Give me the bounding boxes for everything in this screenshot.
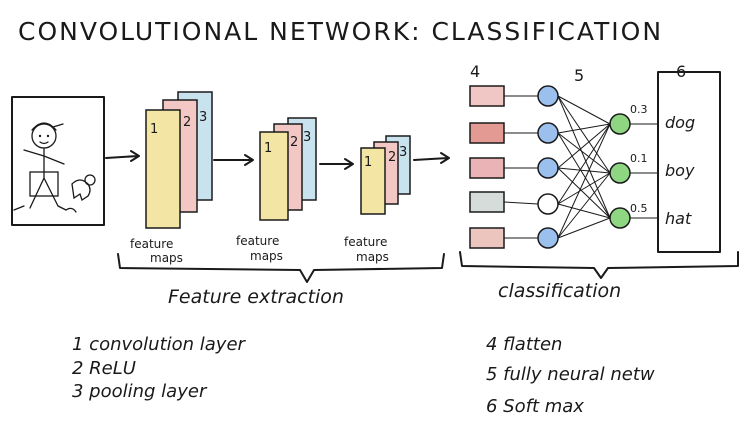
stack-label-line1: feature <box>130 237 173 251</box>
connection-line <box>557 203 611 219</box>
output-label-dog: dog <box>665 113 695 132</box>
arrow-stack1-to-stack2 <box>213 154 254 166</box>
sheet-1 <box>259 131 289 221</box>
stack-number: 2 <box>183 115 191 130</box>
output-probability: 0.1 <box>630 152 648 165</box>
diagram-title: CONVOLUTIONAL NETWORK: CLASSIFICATION <box>18 17 663 46</box>
legend-item: 3 pooling layer <box>72 381 208 402</box>
classification-brace <box>459 251 739 279</box>
hidden-node <box>537 227 559 249</box>
neural-network <box>469 85 658 249</box>
hidden-node <box>537 193 559 215</box>
stack-label-line2: maps <box>150 251 183 265</box>
output-node <box>609 162 631 184</box>
feature-extraction-label: Feature extraction <box>168 286 344 308</box>
input-image-frame <box>11 96 105 226</box>
output-label-hat: hat <box>665 209 692 228</box>
stack-number: 3 <box>199 110 207 125</box>
output-node <box>609 207 631 229</box>
legend-item: 4 flatten <box>486 334 562 355</box>
hidden-node <box>537 122 559 144</box>
output-probability: 0.5 <box>630 202 648 215</box>
output-label-boy: boy <box>665 161 695 180</box>
flatten-cell <box>469 85 505 107</box>
arrow-stack2-to-stack3 <box>319 158 354 170</box>
legend-item: 6 Soft max <box>486 396 584 417</box>
stack-number: 3 <box>303 130 311 145</box>
legend-item: 2 ReLU <box>72 358 136 379</box>
legend-item: 1 convolution layer <box>72 334 247 355</box>
output-node <box>609 113 631 135</box>
legend-right: 4 flatten 5 fully neural netw 6 Soft max <box>486 334 655 417</box>
connection-line <box>557 132 611 174</box>
stack-number: 2 <box>290 135 298 150</box>
legend-left: 1 convolution layer 2 ReLU 3 pooling lay… <box>72 334 247 402</box>
sheet-1 <box>145 109 181 229</box>
feature-map-stack-1: 1 2 3 feature maps <box>130 91 213 265</box>
connection-line <box>557 217 611 239</box>
classification-label: classification <box>498 280 621 302</box>
dog-sketch-icon <box>65 174 96 213</box>
connection-line <box>557 132 611 219</box>
stack-number: 1 <box>364 155 372 170</box>
sheet-1 <box>360 147 386 215</box>
connection-line <box>557 123 611 169</box>
stack-number: 1 <box>264 141 272 156</box>
connection-line <box>557 167 611 174</box>
connection-line <box>557 95 611 125</box>
input-image <box>11 96 105 226</box>
stack-number: 3 <box>399 145 407 160</box>
feature-map-stack-3: 1 2 3 feature maps <box>344 135 411 264</box>
feature-map-stack-2: 1 2 3 feature maps <box>236 117 317 263</box>
feature-extraction-brace <box>117 253 445 283</box>
flatten-cell <box>469 157 505 179</box>
legend-item: 5 fully neural netw <box>486 364 655 385</box>
connection-line <box>557 172 611 205</box>
section-number-flatten: 4 <box>470 62 480 81</box>
connection-line <box>557 167 611 219</box>
hidden-node <box>537 85 559 107</box>
stack-number: 2 <box>388 150 396 165</box>
stack-label-line1: feature <box>236 234 279 248</box>
hidden-node <box>537 157 559 179</box>
connection-line <box>557 172 611 239</box>
stack-label-line1: feature <box>344 235 387 249</box>
connection-line <box>557 123 611 134</box>
arrow-input-to-maps <box>105 150 140 162</box>
connection-line <box>557 123 611 205</box>
connection-line <box>557 123 611 239</box>
child-sketch-icon <box>13 122 67 211</box>
arrow-maps-to-flatten <box>413 152 450 164</box>
flatten-cell <box>469 227 505 249</box>
connection-line <box>557 95 611 219</box>
softmax-box <box>657 71 721 253</box>
stack-label-line2: maps <box>250 249 283 263</box>
output-probability: 0.3 <box>630 103 648 116</box>
stack-label-line2: maps <box>356 250 389 264</box>
section-number-fully: 5 <box>574 66 584 85</box>
flatten-cell <box>469 122 505 144</box>
connection-line <box>557 95 611 174</box>
connection-line <box>503 201 539 205</box>
stack-number: 1 <box>150 122 158 137</box>
flatten-cell <box>469 191 505 213</box>
